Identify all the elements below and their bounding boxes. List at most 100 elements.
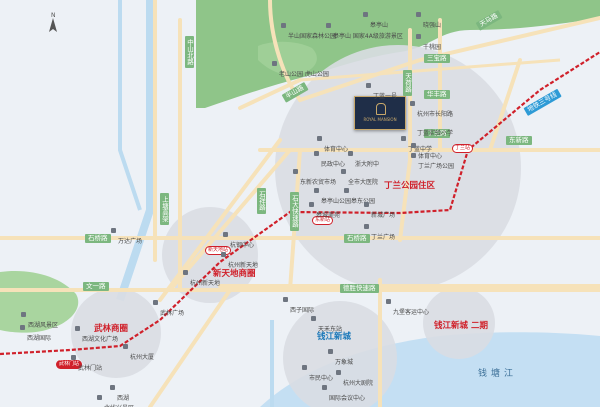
poi-pin-icon (110, 385, 115, 390)
poi-dinglan_plaza[interactable]: 丁兰广场 (364, 224, 396, 243)
poi-xzgy[interactable]: 西子国际 (283, 297, 314, 316)
poi-pin-icon (326, 23, 331, 28)
poi-xihu_park[interactable]: 皋亭山公园 (314, 188, 352, 207)
poi-label: 九堡客运中心 (393, 309, 430, 316)
poi-pin-icon (272, 61, 277, 66)
poi-xuexiao[interactable]: 杭州市长阳路 丁蓝实验小学 (410, 101, 454, 139)
road-label-xiaoshan: 石大快速路 (290, 192, 299, 231)
poi-guangchang[interactable]: 丁兰广场公园 (411, 153, 455, 172)
poi-label: 西湖文化广场 (82, 336, 119, 343)
poi-pin-icon (366, 83, 371, 88)
poi-pin-icon (416, 12, 421, 17)
poi-xihu_lake2[interactable]: 西湖 (110, 385, 129, 404)
poi-label: 晓强山 (423, 22, 442, 29)
zone-label-qianjiang2: 钱江新城 二期 (434, 321, 488, 331)
poi-banshan_park[interactable]: 半山国家森林公园 (281, 23, 337, 42)
poi-xintiandi_cbd[interactable]: 杭州新天地 (221, 252, 258, 271)
poi-laoshan[interactable]: 老山公园 虎山公园 (272, 61, 329, 80)
poi-label: 体育中心 (324, 146, 349, 153)
poi-yyzx[interactable]: 浙大附中 (348, 151, 379, 170)
metro-badge-wulin[interactable]: 武林门站 (56, 360, 83, 369)
poi-label: 丁蓝中学 (408, 146, 433, 153)
poi-label: 武林广场 (160, 310, 185, 317)
poi-xihu_lake[interactable]: 北线兴景区 (97, 395, 134, 407)
poi-dinglan_zhongxue[interactable]: 丁蓝中学 (401, 136, 433, 155)
road-banshan (238, 78, 302, 110)
poi-pin-icon (221, 252, 226, 257)
zone-circle-wulin (71, 288, 161, 378)
poi-shengtan2[interactable]: 晓强山 (416, 12, 442, 31)
poi-dajuyuan[interactable]: 杭州大剧院 (336, 370, 373, 389)
poi-label: 丁兰广场公园 (418, 163, 455, 170)
poi-pin-icon (21, 312, 26, 317)
poi-shengtan[interactable]: 皋亭山 (363, 12, 388, 31)
poi-xihu_gj[interactable]: 西湖国际 (20, 325, 51, 344)
metro-badge-dinglan[interactable]: 丁兰站 (452, 144, 474, 153)
poi-chengxi[interactable]: 皋东公园 (344, 188, 375, 207)
road-label-shangtang: 上塘高架 (160, 193, 169, 225)
poi-hospital[interactable]: 全市大医院 (341, 169, 379, 188)
zone-circle-xintiandi (162, 207, 258, 303)
zone-label-wulin: 武林商圈 (94, 324, 129, 334)
road-label-sanshan: 三宝路 (424, 54, 450, 63)
poi-guoji[interactable]: 国际会议中心 (322, 385, 365, 404)
poi-label: 千桃园 (423, 44, 442, 51)
road-label-shiqiao-2: 石桥路 (344, 234, 370, 243)
poi-wandacheng[interactable]: 万达广场 (111, 228, 143, 247)
poi-gaoting[interactable]: 皋亭山 国家4A级旅游景区 (326, 23, 403, 42)
road-top-h (299, 58, 561, 82)
zone-circle-dinglan (275, 45, 521, 291)
zone-circle-qianjiang (283, 301, 397, 407)
poi-tianyan[interactable]: 天禾东站 (311, 316, 342, 335)
road-label-shiqiao: 石桥路 (85, 234, 111, 243)
poi-dongxin_market[interactable]: 东新农贸市场 (293, 169, 336, 188)
poi-pin-icon (341, 169, 346, 174)
poi-xihu_wh[interactable]: 西湖文化广场 (75, 326, 119, 345)
road-tianhe (268, 0, 600, 103)
poi-label: 老山公园 虎山公园 (279, 71, 329, 78)
poi-pin-icon (364, 224, 369, 229)
poi-label: 杭钢中心 (230, 242, 255, 249)
compass-label: N (51, 12, 56, 19)
poi-yuhuan[interactable]: 市民中心 (302, 365, 333, 384)
road-label-dongxin: 东新路 (506, 136, 532, 145)
poi-label: 万达广场 (118, 238, 143, 245)
poi-xihu_dj[interactable]: 西湖风景区 (21, 312, 59, 331)
poi-label: 杭州市长阳路 丁蓝实验小学 (417, 111, 454, 137)
road-label-dinglan: 丁兰路 (424, 129, 450, 138)
project-marker[interactable]: ROYAL MANSION (354, 96, 406, 130)
zone-label-dinglan: 丁兰公园住区 (384, 181, 436, 191)
poi-yl[interactable]: 民政中心 (314, 151, 345, 170)
poi-qianfo[interactable]: 千桃园 (416, 34, 442, 53)
poi-pin-icon (311, 316, 316, 321)
poi-wulin_gate[interactable]: 武林门站 (71, 355, 103, 374)
zone-circle-qianjiang2 (423, 287, 495, 359)
poi-tiyu[interactable]: 体育中心 (317, 136, 349, 155)
poi-label: 杭州新天地 (190, 280, 221, 287)
poi-xintiandi_a[interactable]: 杭钢中心 (223, 232, 255, 251)
poi-label: 新城广场 (371, 212, 396, 219)
poi-xintiandi_b[interactable]: 杭州新天地 (183, 270, 221, 289)
poi-label: 丁兰广场 (371, 234, 396, 241)
poi-label: 皋亭山公园 (321, 198, 352, 205)
poi-pin-icon (411, 153, 416, 158)
poi-hangzhou_dasha[interactable]: 杭州大厦 (123, 344, 154, 363)
poi-label: 全市大医院 (348, 179, 379, 186)
metro-badge-dongxin[interactable]: 东新站 (312, 216, 334, 225)
metro-badge-xintiandi[interactable]: 新天地站 (205, 246, 232, 255)
poi-label: 半山国家森林公园 (288, 33, 337, 40)
project-name: ROYAL MANSION (363, 117, 397, 122)
poi-wulin_square[interactable]: 武林广场 (153, 300, 185, 319)
river-label: 钱塘江 (478, 369, 518, 379)
poi-label: 西湖风景区 (28, 322, 59, 329)
poi-label: 皋城美苑 (316, 212, 341, 219)
poi-xinbo[interactable]: 新城广场 (364, 202, 396, 221)
poi-jiayuan[interactable]: 皋城美苑 (309, 202, 341, 221)
poi-label: 武林门站 (78, 365, 103, 372)
poi-jiuyaguo[interactable]: 九堡客运中心 (386, 299, 430, 318)
poi-wanxiang[interactable]: 万象城 (328, 349, 353, 368)
poi-tiyu2[interactable]: 体育中心 (411, 143, 442, 162)
poi-dinglan_yihao[interactable]: 丁蓝一号 (366, 83, 397, 102)
mountain-area (196, 0, 600, 108)
canal-2 (118, 0, 142, 211)
